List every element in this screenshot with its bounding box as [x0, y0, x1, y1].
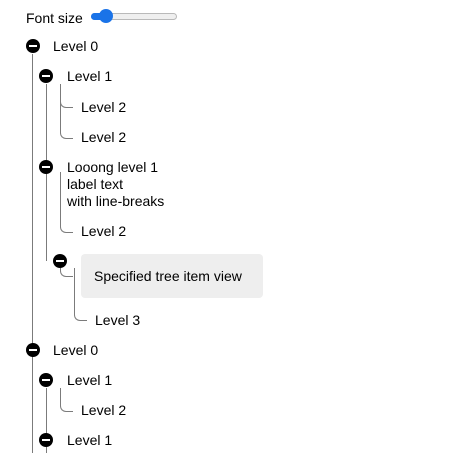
tree-item-label[interactable]: Level 2 [81, 129, 127, 145]
tree-elbow [60, 84, 73, 139]
tree-item-label[interactable]: Level 0 [53, 38, 99, 54]
tree-item-label[interactable]: Level 1 [67, 372, 113, 388]
tree-item-label[interactable]: Level 1 [67, 68, 113, 84]
collapse-minus-icon[interactable] [26, 343, 40, 357]
tree-item-label[interactable]: Level 2 [81, 223, 127, 239]
font-size-slider[interactable] [91, 9, 177, 23]
tree-elbow [74, 268, 87, 321]
tree-item-label[interactable]: Level 3 [95, 312, 141, 328]
tree-connector-level-1 [46, 84, 47, 172]
tree-connector-level-1 [46, 388, 47, 441]
tree-item-label: label text [67, 176, 124, 192]
slider-fill [91, 13, 106, 20]
tree-elbow [60, 268, 73, 277]
tree-item-label[interactable]: Looong level 1 [67, 159, 159, 175]
collapse-minus-icon[interactable] [39, 373, 53, 387]
tree-item-label[interactable]: Level 0 [53, 342, 99, 358]
tree-elbow [60, 388, 73, 412]
font-size-label: Font size [26, 10, 83, 26]
tree-item-label[interactable]: Level 2 [81, 99, 127, 115]
tree-connector-level-0 [32, 54, 33, 453]
collapse-minus-icon[interactable] [39, 433, 53, 447]
collapse-minus-icon[interactable] [53, 254, 67, 268]
tree-item-label: with line-breaks [67, 193, 165, 209]
custom-tree-item-view[interactable]: Specified tree item view [81, 254, 263, 298]
slider-thumb[interactable] [99, 9, 113, 23]
tree-connector-level-1 [46, 172, 47, 261]
tree-elbow [60, 172, 73, 233]
tree-item-label[interactable]: Level 2 [81, 402, 127, 418]
tree-item-label: Specified tree item view [94, 268, 242, 284]
collapse-minus-icon[interactable] [39, 160, 53, 174]
collapse-minus-icon[interactable] [26, 39, 40, 53]
tree-connector-level-1 [46, 441, 47, 453]
tree-item-label[interactable]: Level 1 [67, 432, 113, 448]
collapse-minus-icon[interactable] [39, 69, 53, 83]
